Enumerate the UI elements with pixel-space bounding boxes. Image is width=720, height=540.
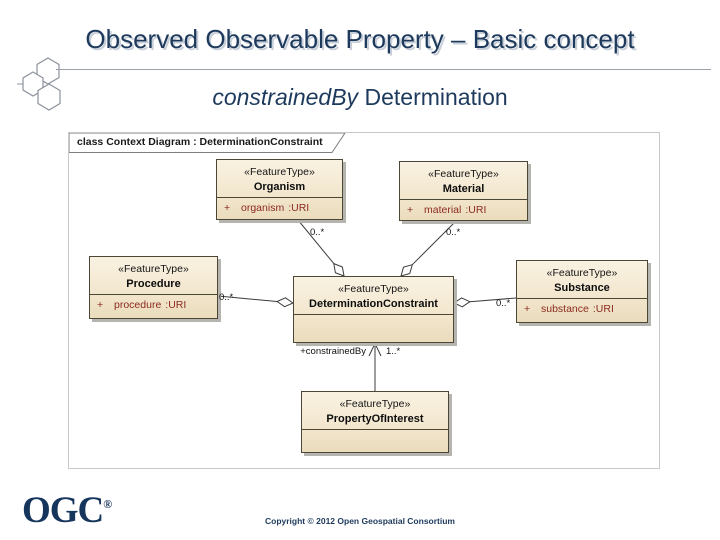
class-property-of-interest: «FeatureType» PropertyOfInterest [301, 391, 449, 453]
visibility: + [224, 202, 231, 214]
class-name: DeterminationConstraint [309, 298, 438, 310]
multiplicity-constrained-by: 1..* [386, 346, 401, 357]
ogc-logo-text: OGC [22, 490, 104, 531]
header-divider [56, 69, 711, 70]
class-name: Substance [554, 282, 610, 294]
attribute-type: :URI [465, 204, 487, 216]
attribute-name: procedure [114, 299, 162, 311]
aggregation-diamond-icon [333, 262, 345, 277]
stereotype: «FeatureType» [244, 166, 315, 178]
multiplicity-material: 0..* [446, 227, 461, 238]
attribute-name: organism [241, 202, 285, 214]
attribute-compartment: + material:URI [400, 199, 527, 220]
procedure-association-line [217, 295, 278, 302]
aggregation-diamond-icon [400, 263, 414, 277]
stereotype: «FeatureType» [338, 283, 409, 295]
attribute-compartment: + procedure:URI [90, 294, 217, 318]
attribute-compartment: + organism:URI [217, 197, 342, 219]
frame-tab [69, 133, 346, 153]
aggregation-diamond-icon [276, 297, 295, 308]
empty-compartment [302, 429, 448, 452]
class-name: Organism [253, 181, 306, 193]
class-organism: «FeatureType» Organism + organism:URI [216, 159, 343, 220]
stereotype: «FeatureType» [339, 398, 411, 410]
ogc-logo: OGC® [22, 492, 112, 529]
stereotype: «FeatureType» [546, 267, 618, 279]
attribute-type: :URI [165, 299, 187, 311]
uml-connectors-svg [69, 133, 517, 391]
attribute-type: :URI [288, 202, 310, 214]
multiplicity-procedure: 0..* [219, 292, 234, 303]
stereotype: «FeatureType» [118, 263, 189, 275]
attribute-name: material [424, 204, 462, 216]
hexagon-logo-icon [17, 57, 61, 111]
uml-diagram-frame: class Context Diagram : DeterminationCon… [68, 132, 660, 469]
class-name: PropertyOfInterest [326, 413, 424, 425]
subtitle-rest-part: Determination [364, 84, 508, 110]
visibility: + [407, 204, 414, 216]
visibility: + [524, 303, 531, 315]
organism-association-line [297, 219, 335, 264]
role-constrained-by: +constrainedBy [300, 346, 366, 357]
page-title: Observed Observable Property – Basic con… [85, 24, 635, 54]
class-substance: «FeatureType» Substance + substance:URI [516, 260, 648, 323]
open-arrowhead-icon [368, 342, 382, 357]
attribute-type: :URI [592, 303, 614, 315]
empty-compartment [294, 314, 453, 342]
copyright-text: Copyright © 2012 Open Geospatial Consort… [265, 516, 455, 526]
class-name: Material [442, 183, 485, 195]
attribute-compartment: + substance:URI [517, 298, 647, 322]
class-determination-constraint: «FeatureType» DeterminationConstraint [293, 276, 454, 343]
visibility: + [97, 299, 104, 311]
stereotype: «FeatureType» [428, 168, 499, 180]
class-material: «FeatureType» Material + material:URI [399, 161, 528, 221]
frame-label: class Context Diagram : DeterminationCon… [77, 136, 323, 148]
substance-association-line [469, 297, 517, 303]
registered-mark: ® [103, 497, 113, 511]
multiplicity-organism: 0..* [310, 227, 325, 238]
attribute-name: substance [541, 303, 589, 315]
multiplicity-substance: 0..* [496, 298, 511, 309]
aggregation-diamond-icon [452, 297, 471, 308]
class-name: Procedure [126, 278, 181, 290]
class-procedure: «FeatureType» Procedure + procedure:URI [89, 256, 218, 319]
subtitle-italic-part: constrainedBy [212, 84, 359, 110]
material-association-line [411, 220, 457, 266]
